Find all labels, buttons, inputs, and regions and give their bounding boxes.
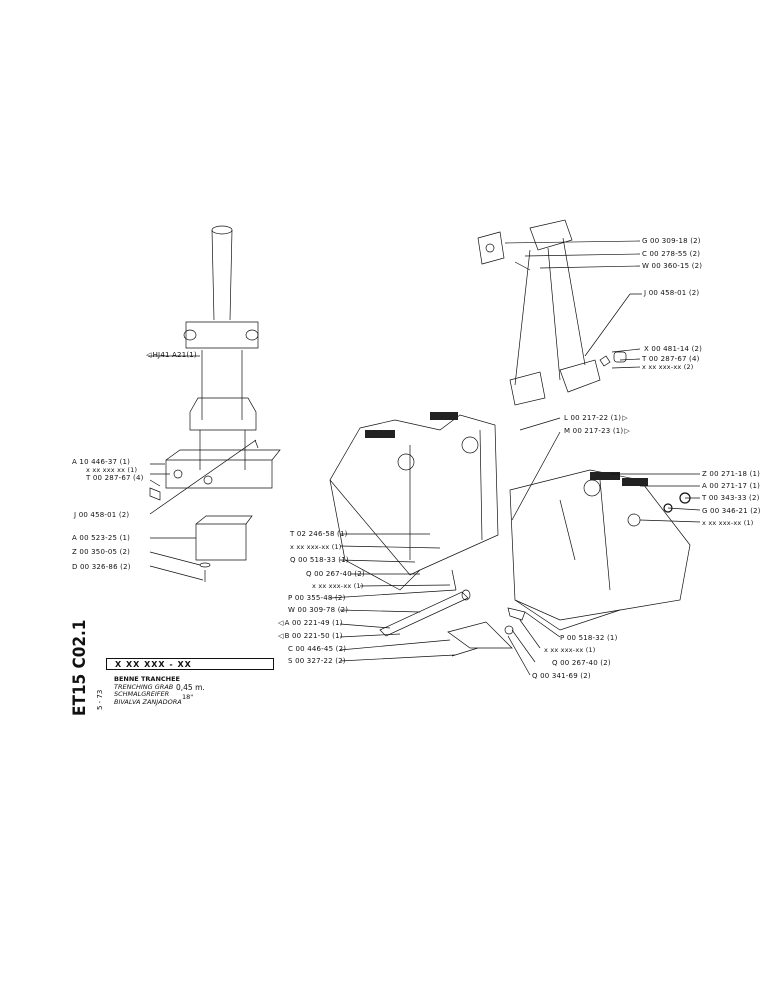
label-shell-part: T 02 246-58 (1) bbox=[290, 530, 348, 538]
label-column-part: A 10 446-37 (1) bbox=[72, 458, 131, 466]
label-shell-part: M 00 217-23 (1) bbox=[564, 427, 630, 436]
label-shell-part: C 00 446-45 (2) bbox=[288, 645, 347, 653]
title-block: X XX XXX - XX BENNE TRANCHEE TRENCHING G… bbox=[106, 658, 274, 720]
description-en: TRENCHING GRAB bbox=[114, 682, 174, 691]
label-shell-part: Z 00 271-18 (1) bbox=[702, 470, 761, 478]
label-shell-part: S 00 327-22 (2) bbox=[288, 657, 346, 665]
label-column-part: A 00 523-25 (1) bbox=[72, 534, 131, 542]
label-shell-part: Q 00 267-40 (2) bbox=[552, 659, 611, 667]
label-shell-part: x xx xxx-xx (1) bbox=[290, 543, 342, 551]
width-metric: 0,45 m. bbox=[176, 683, 205, 692]
label-shell-part: T 00 343-33 (2) bbox=[702, 494, 760, 502]
label-shell-part: L 00 217-22 (1) bbox=[564, 414, 628, 423]
width-inch: 18" bbox=[182, 693, 194, 701]
label-shell-part: x xx xxx-xx (1) bbox=[702, 519, 754, 527]
label-column-part: x xx xxx xx (1) bbox=[86, 466, 138, 474]
description-es: BIVALVA ZANJADORA bbox=[114, 697, 182, 706]
label-frame-part: X 00 481-14 (2) bbox=[644, 345, 703, 353]
description-de: SCHMALGREIFER bbox=[114, 690, 170, 698]
label-frame-part: W 00 360-15 (2) bbox=[642, 262, 703, 270]
label-shell-part: Q 00 341-69 (2) bbox=[532, 672, 591, 680]
description-fr: BENNE TRANCHEE bbox=[114, 675, 180, 683]
label-shell-part: x xx xxx-xx (1) bbox=[312, 582, 364, 590]
label-column-part: D 00 326-86 (2) bbox=[72, 563, 131, 571]
description-list: BENNE TRANCHEE TRENCHING GRAB SCHMALGREI… bbox=[114, 675, 182, 706]
label-shell-part: A 00 271-17 (1) bbox=[702, 482, 761, 490]
reference-box: X XX XXX - XX bbox=[106, 658, 274, 670]
arm-frame-drawing bbox=[477, 219, 627, 406]
label-frame-part: G 00 309-18 (2) bbox=[642, 237, 701, 245]
left-shell-drawing bbox=[329, 412, 499, 591]
label-frame-part: T 00 287-67 (4) bbox=[642, 355, 700, 363]
right-shell-drawing bbox=[509, 469, 691, 631]
label-shell-part: x xx xxx-xx (1) bbox=[544, 646, 596, 654]
sheet-code: ET15 C02.1 bbox=[70, 619, 90, 716]
label-frame-part: J 00 458-01 (2) bbox=[644, 289, 700, 297]
pins-and-teeth-drawing bbox=[379, 569, 526, 657]
label-frame-part: x xx xxx-xx (2) bbox=[642, 363, 694, 371]
label-shell-part: B 00 221-50 (1) bbox=[278, 632, 343, 641]
label-shell-part: A 00 221-49 (1) bbox=[278, 619, 343, 628]
sheet-date: 5 - 73 bbox=[96, 689, 104, 710]
label-shell-part: Q 00 518-33 (1) bbox=[290, 556, 349, 564]
label-column-part: T 00 287-67 (4) bbox=[86, 474, 144, 482]
label-shell-part: P 00 518-32 (1) bbox=[560, 634, 618, 642]
label-frame-part: C 00 278-55 (2) bbox=[642, 250, 701, 258]
label-shell-part: P 00 355-48 (2) bbox=[288, 594, 346, 602]
label-shell-part: W 00 309-78 (2) bbox=[288, 606, 349, 614]
label-column-part: J 00 458-01 (2) bbox=[74, 511, 130, 519]
leader-lines bbox=[148, 240, 701, 676]
swivel-column-drawing bbox=[149, 225, 281, 582]
label-shell-part: Q 00 267-40 (2) bbox=[306, 570, 365, 578]
label-column-part: Z 00 350-05 (2) bbox=[72, 548, 131, 556]
label-swivel-ref: HJ41 A21(1) bbox=[146, 351, 197, 360]
label-shell-part: G 00 346-21 (2) bbox=[702, 507, 761, 515]
reference-number: X XX XXX - XX bbox=[115, 660, 192, 669]
